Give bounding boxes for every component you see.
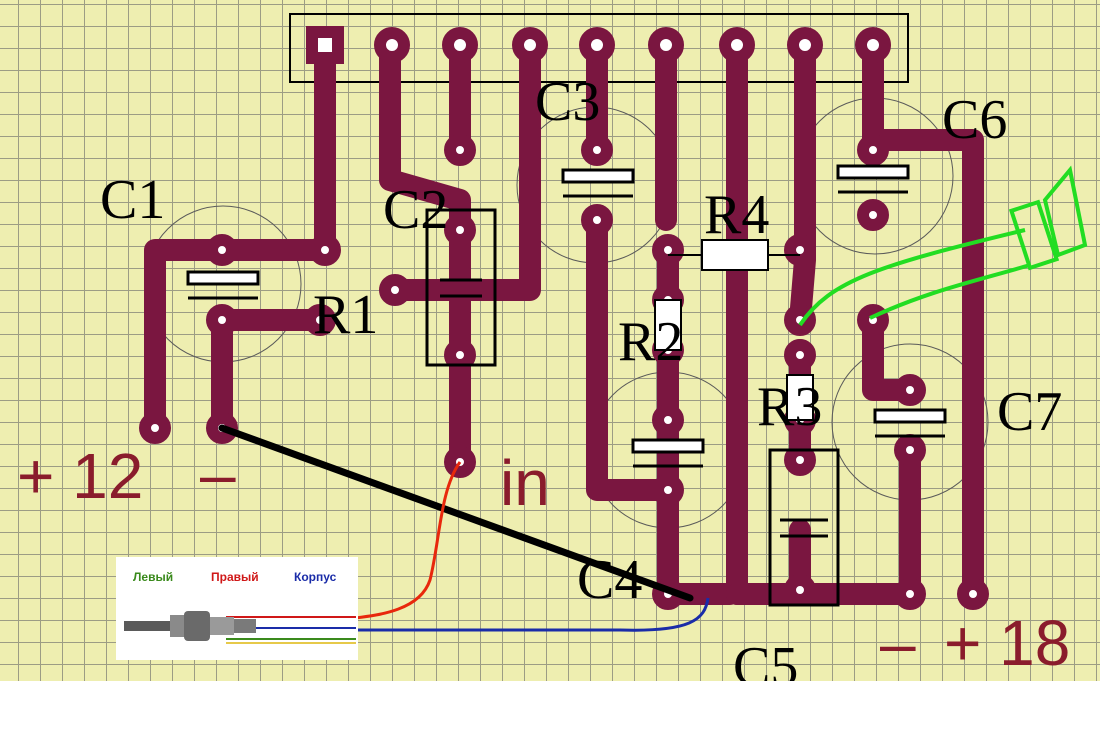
label-plus-18: + 18: [944, 607, 1070, 679]
label-c2: C2: [383, 179, 448, 241]
jack-label-ground: Корпус: [294, 570, 337, 584]
speaker-wire-green-1: [798, 228, 1026, 327]
label-c3: C3: [535, 71, 600, 133]
label-c6: C6: [942, 89, 1007, 151]
resistor-symbols: [654, 239, 814, 421]
label-c7: C7: [997, 381, 1062, 443]
label-r3: R3: [757, 376, 822, 438]
jack-label-right: Правый: [211, 570, 259, 584]
signal-wire-blue: [355, 597, 710, 632]
label-c1: C1: [100, 169, 165, 231]
label-minus-left: –: [200, 438, 236, 510]
label-in: in: [500, 447, 550, 519]
headphone-jack-diagram: Левый Правый Корпус: [116, 557, 358, 660]
speaker-icon: [1008, 165, 1088, 271]
jack-label-left: Левый: [133, 570, 174, 584]
label-plus-12: + 12: [17, 440, 143, 512]
film-capacitors: [425, 208, 840, 607]
ground-wire: [218, 424, 694, 602]
speaker-wire-green-2: [869, 263, 1031, 320]
label-r1: R1: [313, 284, 378, 346]
label-c5: C5: [733, 636, 798, 681]
pcb-layout: C1 C2 C3 C4 C5 C6 C7 R1 R2 R3 R4 + 12 – …: [17, 13, 1088, 681]
label-minus-right: –: [880, 607, 916, 679]
label-r2: R2: [618, 311, 683, 373]
capacitor-symbols: [186, 164, 947, 468]
jack-plug-icon: [124, 611, 356, 644]
signal-wire-red: [354, 461, 462, 620]
label-r4: R4: [704, 184, 769, 246]
